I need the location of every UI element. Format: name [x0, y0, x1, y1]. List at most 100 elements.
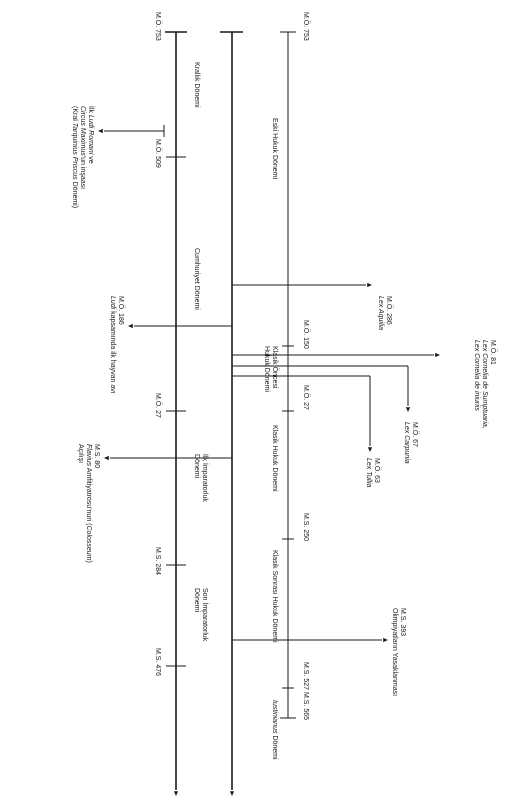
- event-arrow-lex-aquilia: [367, 282, 372, 288]
- event-label-olympics-ban-line: Olimpiyatların Yasaklanması: [390, 608, 398, 696]
- event-label-lex-tullia-line: Lex Tullia: [364, 458, 372, 487]
- event-label-lex-aquilia-segment: M.Ö. 286: [385, 296, 392, 325]
- left-period-late-empire-line: Dönemi: [193, 588, 200, 613]
- event-arrow-lex-cornelia: [435, 352, 440, 358]
- right-period-justinian-suffix: Dönemi: [271, 733, 278, 760]
- event-label-lex-tullia-segment: Lex Tullia: [365, 458, 372, 488]
- event-label-colosseum-segment: Flavius: [85, 444, 92, 467]
- right-axis-tick-label-ad565: M.S. 565: [302, 692, 309, 721]
- right-period-pre-classical-line: Klasik Öncesi: [271, 346, 278, 389]
- event-label-lex-carpunia-line: Lex Carpunia: [402, 422, 410, 464]
- event-label-colosseum-segment: Amfitiyatrosu'nun (: [85, 466, 92, 526]
- event-label-colosseum-segment: Colosseum: [85, 525, 92, 561]
- right-period-old-law: Eski Hukuk Dönemi: [270, 118, 278, 179]
- event-label-ludi-animal-hunt-line: M.Ö. 186: [116, 296, 124, 394]
- event-label-ludi-romani-segment: Dönemi): [71, 179, 78, 209]
- event-label-olympics-ban-line: M.S. 393: [398, 608, 406, 696]
- event-label-lex-tullia-line: M.Ö. 63: [372, 458, 380, 487]
- event-label-lex-cornelia-line: Lex Cornelia de Sumptuaria,: [480, 340, 488, 429]
- event-label-lex-cornelia-segment: M.Ö. 81: [489, 340, 496, 365]
- right-axis-tick-label-ad527: M.S. 527: [302, 662, 309, 691]
- event-label-colosseum-line: Flavius Amfitiyatrosu'nun (Colosseum): [84, 444, 92, 563]
- event-label-lex-carpunia-line: M.Ö. 67: [410, 422, 418, 464]
- event-label-ludi-romani-segment: İlk: [87, 106, 94, 115]
- event-label-lex-cornelia-line: M.Ö. 81: [488, 340, 496, 429]
- event-arrow-lex-tullia: [367, 447, 373, 452]
- event-arrow-ludi-romani: [98, 128, 103, 134]
- event-arrow-olympics-ban: [383, 637, 388, 643]
- event-label-colosseum-segment: M.S. 80: [93, 444, 100, 469]
- right-period-old-law-line: Eski Hukuk Dönemi: [271, 118, 278, 180]
- event-arrow-lex-carpunia: [405, 407, 411, 412]
- event-label-lex-cornelia-segment: Lex Cornelia de Sumptuaria,: [481, 340, 488, 429]
- left-period-kingdom: Krallık Dönemi: [192, 62, 200, 108]
- right-axis-tick-label-bc27: M.Ö. 27: [302, 385, 309, 410]
- event-label-colosseum-line: Açılışı: [76, 444, 84, 563]
- left-period-kingdom-line: Krallık Dönemi: [193, 62, 200, 108]
- left-period-republic-line: Cumhuriyet Dönemi: [193, 248, 200, 310]
- event-label-ludi-animal-hunt-segment: Ludi: [109, 296, 116, 310]
- event-label-colosseum-segment: ): [85, 560, 92, 563]
- event-label-lex-carpunia-segment: M.Ö. 67: [411, 422, 418, 447]
- event-label-ludi-romani-segment: ve: [87, 154, 94, 164]
- event-label-ludi-romani-line: İlk Ludi Romani ve: [86, 106, 94, 208]
- event-label-lex-aquilia-line: M.Ö. 286: [384, 296, 392, 330]
- event-label-ludi-animal-hunt-segment: M.Ö. 186: [117, 296, 124, 325]
- right-period-post-classical: Klasik Sonrası Hukuk Dönemi: [270, 550, 278, 643]
- event-label-lex-aquilia-segment: Lex Aquilia: [377, 296, 384, 330]
- left-period-early-empire-line: İlk İmparatorluk: [201, 454, 208, 502]
- event-label-ludi-animal-hunt-line: Ludi kapsamında ilk hayvan avı: [108, 296, 116, 394]
- right-period-pre-classical-line: Hukuk Dönemi: [263, 346, 270, 392]
- event-label-olympics-ban-segment: M.S. 393: [399, 608, 406, 637]
- event-label-lex-carpunia-segment: Lex Carpunia: [403, 422, 410, 464]
- event-label-ludi-romani-segment: Circus Maximus: [79, 106, 86, 156]
- event-label-lex-cornelia-line: Lex Cornelia de iniuriis: [472, 340, 480, 429]
- left-axis-tick-label-ad284: M.S. 284: [154, 547, 161, 576]
- event-label-ludi-romani-line: (Kral Tarquinius Priscus Dönemi): [70, 106, 78, 208]
- middle-axis-arrow: [229, 791, 235, 796]
- event-label-lex-tullia-segment: M.Ö. 63: [373, 458, 380, 483]
- right-axis-tick-label-ad250: M.S. 250: [302, 513, 309, 542]
- event-label-lex-aquilia-line: Lex Aquilia: [376, 296, 384, 330]
- left-axis-tick-label-bc27: M.Ö. 27: [154, 393, 161, 418]
- event-label-ludi-romani-segment: Tarquinius Priscus: [71, 122, 78, 180]
- left-axis-tick-label-ad476: M.S. 476: [154, 648, 161, 677]
- right-period-justinian-name: Iustinianus: [271, 700, 278, 734]
- event-label-lex-cornelia-segment: Lex Cornelia de iniuriis: [473, 340, 480, 411]
- left-axis-arrow: [173, 791, 179, 796]
- event-label-colosseum-line: M.S. 80: [92, 444, 100, 563]
- right-period-classical: Klasik Hukuk Dönemi: [270, 425, 278, 492]
- event-label-ludi-romani-segment: 'un inşaası: [79, 155, 86, 190]
- event-label-colosseum-segment: Açılışı: [77, 444, 84, 464]
- event-label-ludi-romani-segment: (Kral: [71, 106, 78, 123]
- left-axis-start-label: M.Ö. 753: [154, 12, 161, 41]
- right-axis-start-label: M.Ö. 753: [302, 12, 309, 41]
- event-label-ludi-romani-line: Circus Maximus'un inşaası: [78, 106, 86, 208]
- event-label-olympics-ban-segment: Olimpiyatların Yasaklanması: [391, 608, 398, 697]
- left-period-republic: Cumhuriyet Dönemi: [192, 248, 200, 310]
- right-axis-tick-label-bc150: M.Ö. 150: [302, 320, 309, 349]
- right-period-post-classical-line: Klasik Sonrası Hukuk Dönemi: [271, 550, 278, 643]
- event-arrow-ludi-animal-hunt: [128, 323, 133, 329]
- right-period-classical-line: Klasik Hukuk Dönemi: [271, 425, 278, 492]
- event-arrow-colosseum: [104, 455, 109, 461]
- event-label-ludi-animal-hunt-segment: kapsamında ilk hayvan avı: [109, 309, 116, 394]
- right-period-justinian: Iustinianus Dönemi: [270, 700, 278, 760]
- left-period-late-empire-line: Son İmparatorluk: [201, 588, 208, 642]
- event-label-ludi-romani-segment: Ludi Romani: [87, 114, 94, 155]
- left-period-early-empire-line: Dönemi: [193, 454, 200, 479]
- left-axis-tick-label-bc509: M.Ö. 509: [154, 139, 161, 168]
